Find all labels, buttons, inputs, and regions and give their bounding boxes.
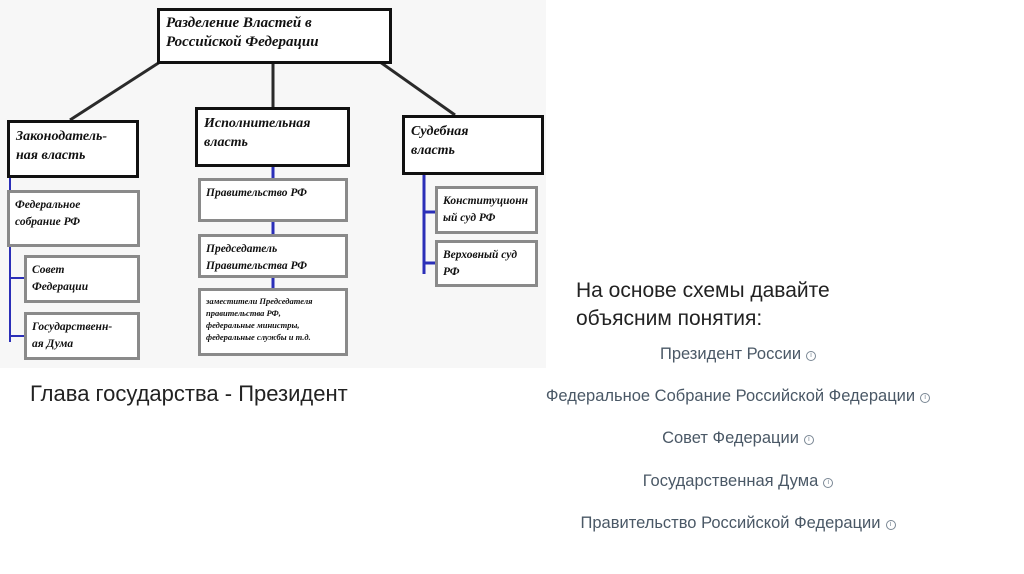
constitutional-court-box: Конституционн ый суд РФ xyxy=(435,186,538,234)
federal-assembly-label: Федеральное собрание РФ xyxy=(15,199,81,228)
executive-branch-box: Исполнительная власть xyxy=(195,107,350,167)
supreme-court-label: Верховный суд РФ xyxy=(443,249,518,278)
term-link-federation-council[interactable]: Совет Федерации i xyxy=(480,429,996,448)
federation-council-label: Совет Федерации xyxy=(32,264,89,293)
deputies-ministers-box: заместители Председателя правительства Р… xyxy=(198,288,348,356)
federal-assembly-box: Федеральное собрание РФ xyxy=(7,190,140,247)
prompt-text: На основе схемы давайте объясним понятия… xyxy=(576,279,830,330)
info-icon[interactable]: i xyxy=(806,351,817,361)
term-link-federal-assembly[interactable]: Федеральное Собрание Российской Федераци… xyxy=(480,387,996,406)
info-icon[interactable]: i xyxy=(885,520,896,530)
info-icon[interactable]: i xyxy=(823,478,834,488)
legislative-branch-label: Законодатель- ная власть xyxy=(16,129,108,163)
judicial-branch-box: Судебная власть xyxy=(402,115,544,175)
separation-of-powers-diagram: Разделение Властей в Российской Федераци… xyxy=(0,0,546,368)
prime-minister-box: Председатель Правительства РФ xyxy=(198,234,348,278)
state-duma-label: Государственн- ая Дума xyxy=(32,321,113,350)
constitutional-court-label: Конституционн ый суд РФ xyxy=(443,195,529,224)
term-link-state-duma[interactable]: Государственная Дума i xyxy=(480,472,996,491)
state-duma-box: Государственн- ая Дума xyxy=(24,312,140,360)
term-label: Президент России xyxy=(659,345,802,363)
federation-council-box: Совет Федерации xyxy=(24,255,140,303)
diagram-title: Разделение Властей в Российской Федераци… xyxy=(166,15,319,50)
info-icon[interactable]: i xyxy=(920,393,931,403)
term-label: Совет Федерации xyxy=(662,429,799,447)
government-label: Правительство РФ xyxy=(206,187,307,199)
info-icon[interactable]: i xyxy=(803,435,814,445)
diagram-title-box: Разделение Властей в Российской Федераци… xyxy=(157,8,392,64)
legislative-branch-box: Законодатель- ная власть xyxy=(7,120,139,178)
term-link-government[interactable]: Правительство Российской Федерации i xyxy=(480,514,996,533)
connector-title-legislative xyxy=(69,60,161,122)
term-label: Государственная Дума xyxy=(642,472,819,490)
term-link-president[interactable]: Президент России i xyxy=(480,345,996,364)
connector-title-judicial xyxy=(379,60,456,117)
government-box: Правительство РФ xyxy=(198,178,348,222)
head-of-state-text: Глава государства - Президент xyxy=(30,381,348,406)
judicial-branch-label: Судебная власть xyxy=(411,124,469,158)
deputies-ministers-label: заместители Председателя правительства Р… xyxy=(206,296,313,342)
prime-minister-label: Председатель Правительства РФ xyxy=(206,243,307,272)
executive-branch-label: Исполнительная власть xyxy=(204,116,311,150)
term-label: Федеральное Собрание Российской Федераци… xyxy=(545,387,916,405)
supreme-court-box: Верховный суд РФ xyxy=(435,240,538,287)
term-label: Правительство Российской Федерации xyxy=(580,514,881,532)
